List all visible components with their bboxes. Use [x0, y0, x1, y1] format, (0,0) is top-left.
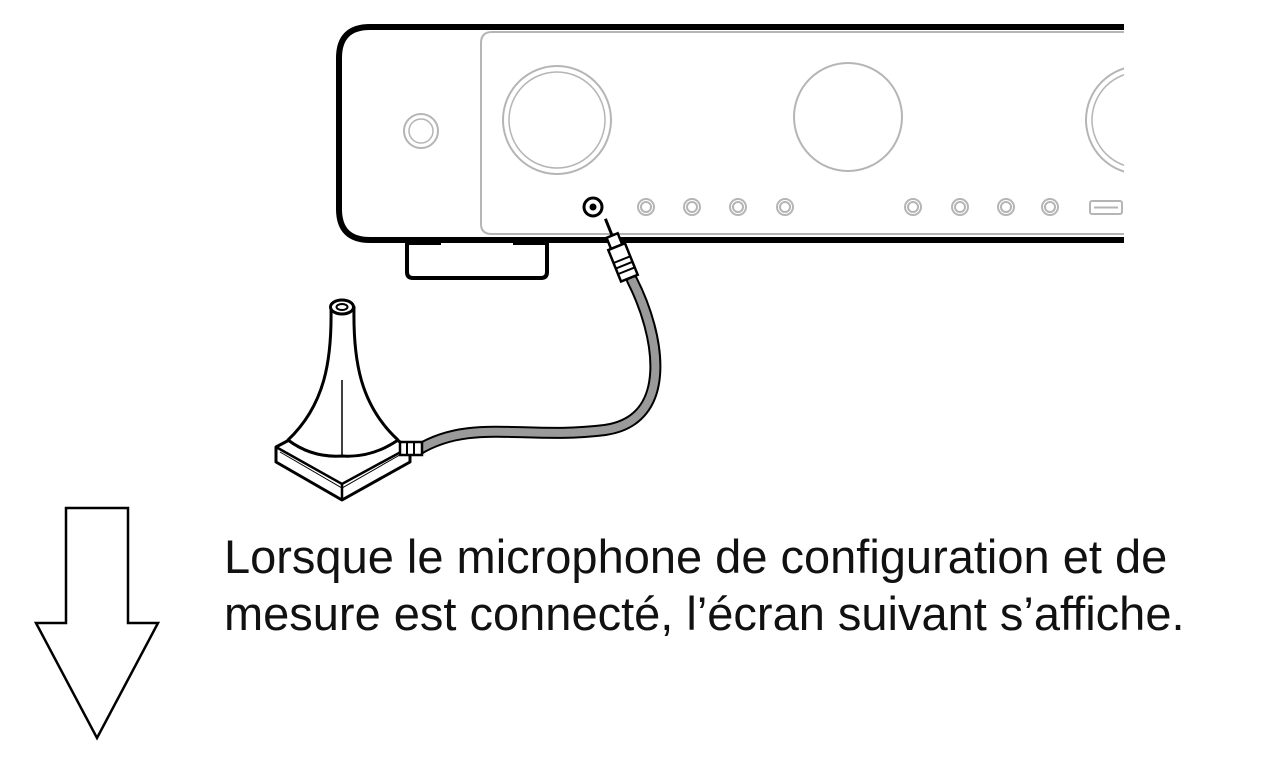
mic-connector — [398, 440, 424, 457]
power-button-icon — [403, 113, 439, 149]
mic-cable — [412, 274, 662, 456]
usb-port-icon — [1089, 200, 1123, 215]
receiver-chassis — [336, 24, 1125, 243]
input-selector-knob — [502, 65, 612, 175]
display-window — [793, 62, 903, 172]
caption-line-1: Lorsque le microphone de configuration e… — [224, 530, 1168, 583]
av-receiver — [336, 0, 1277, 290]
caption-line-2: mesure est connecté, l’écran suivant s’a… — [224, 587, 1185, 640]
setup-mic-jack-icon — [582, 196, 604, 218]
mic-plug-icon — [603, 218, 640, 284]
arrow-down-icon — [33, 506, 161, 741]
front-buttons — [637, 198, 1059, 216]
receiver-front-panel — [480, 31, 1125, 235]
measurement-microphone-icon — [274, 298, 424, 502]
instruction-caption: Lorsque le microphone de configuration e… — [224, 528, 1264, 642]
receiver-foot — [405, 237, 549, 280]
